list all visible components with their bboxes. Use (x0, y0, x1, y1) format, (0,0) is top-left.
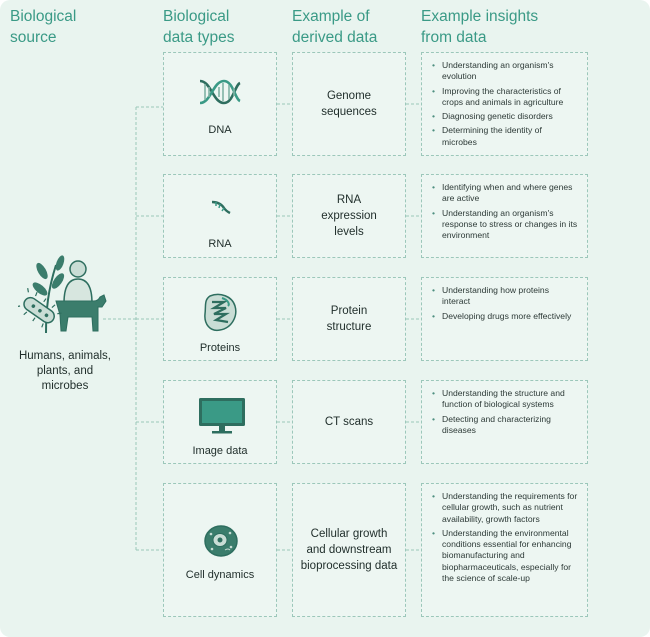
derived-data-text-rna: RNA expression levels (321, 194, 377, 238)
derived-data-text-image-data: CT scans (324, 416, 374, 428)
data-type-box-image-data: Image data (163, 380, 277, 464)
insight-item: Understanding an organism's response to … (432, 208, 579, 242)
derived-data-box-rna: RNA expression levels (292, 174, 406, 258)
header-biological-data-types: Biological data types (163, 8, 235, 46)
insights-list-cell-dynamics: Understanding the requirements for cellu… (432, 491, 579, 587)
data-type-label-proteins: Proteins (199, 342, 241, 354)
insight-item: Determining the identity of microbes (432, 125, 579, 148)
data-type-box-dna: DNA (163, 52, 277, 156)
derived-data-box-image-data: CT scans (292, 380, 406, 464)
data-type-label-dna: DNA (208, 124, 232, 136)
insights-list-proteins: Understanding how proteins interact Deve… (432, 285, 579, 325)
header-example-derived-data: Example of derived data (292, 8, 378, 46)
data-type-box-proteins: Proteins (163, 277, 277, 361)
insight-item: Diagnosing genetic disorders (432, 111, 579, 123)
insights-box-cell-dynamics: Understanding the requirements for cellu… (421, 483, 588, 617)
derived-data-box-dna: Genome sequences (292, 52, 406, 156)
derived-data-text-proteins: Protein structure (326, 305, 372, 333)
humans-animals-plants-microbes-illustration (18, 255, 107, 334)
data-type-box-cell-dynamics: Cell dynamics (163, 483, 277, 617)
derived-data-box-proteins: Protein structure (292, 277, 406, 361)
insights-box-rna: Identifying when and where genes are act… (421, 174, 588, 258)
monitor-icon (199, 398, 245, 434)
insight-item: Understanding how proteins interact (432, 285, 579, 308)
header-example-insights: Example insights from data (421, 8, 539, 46)
insights-box-image-data: Understanding the structure and function… (421, 380, 588, 464)
rna-strand-icon (211, 200, 231, 215)
derived-data-text-cell-dynamics: Cellular growth and downstream bioproces… (300, 528, 398, 572)
insights-list-rna: Identifying when and where genes are act… (432, 182, 579, 244)
data-type-label-image-data: Image data (192, 445, 248, 457)
derived-data-box-cell-dynamics: Cellular growth and downstream bioproces… (292, 483, 406, 617)
insight-item: Understanding the requirements for cellu… (432, 491, 579, 525)
insights-list-dna: Understanding an organism's evolution Im… (432, 60, 579, 151)
insight-item: Understanding the environmental conditio… (432, 528, 579, 584)
derived-data-text-dna: Genome sequences (321, 90, 377, 118)
insights-list-image-data: Understanding the structure and function… (432, 388, 579, 439)
header-biological-source: Biological source (10, 8, 77, 46)
data-type-label-rna: RNA (208, 238, 232, 250)
insight-item: Developing drugs more effectively (432, 311, 579, 323)
insight-item: Identifying when and where genes are act… (432, 182, 579, 205)
insight-item: Detecting and characterizing diseases (432, 414, 579, 437)
cell-icon (204, 525, 238, 557)
insight-item: Understanding an organism's evolution (432, 60, 579, 83)
source-label: Humans, animals, plants, and microbes (18, 350, 112, 392)
insights-box-proteins: Understanding how proteins interact Deve… (421, 277, 588, 361)
protein-structure-icon (204, 293, 237, 332)
insight-item: Understanding the structure and function… (432, 388, 579, 411)
data-type-label-cell-dynamics: Cell dynamics (185, 569, 255, 581)
dna-helix-icon (199, 79, 241, 105)
data-type-box-rna: RNA (163, 174, 277, 258)
insights-box-dna: Understanding an organism's evolution Im… (421, 52, 588, 156)
insight-item: Improving the characteristics of crops a… (432, 86, 579, 109)
